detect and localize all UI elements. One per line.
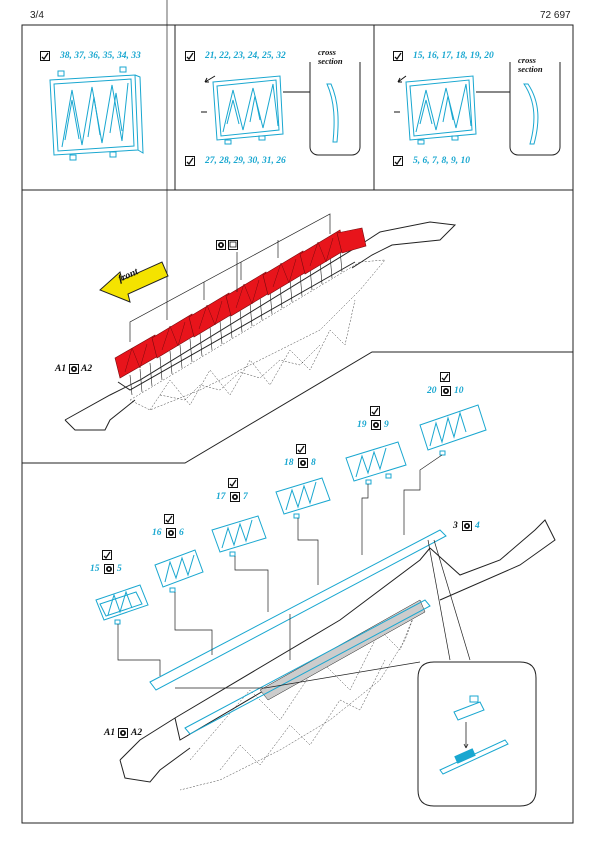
- middle-a2-label: A2: [81, 364, 93, 374]
- panel2-part-numbers-top: 21, 22, 23, 24, 25, 32: [205, 51, 286, 61]
- bend-check-icon: [393, 51, 403, 61]
- bend-check-icon: [40, 51, 50, 61]
- glue-icon: [118, 728, 128, 738]
- step6-right-number: 10: [454, 386, 464, 396]
- bend-check-icon: [185, 51, 195, 61]
- glue-icon: [166, 528, 176, 538]
- panel3-part-drawing: [394, 62, 561, 156]
- glue-icon: [298, 458, 308, 468]
- glue-icon: [371, 420, 381, 430]
- panel1-part-numbers: 38, 37, 36, 35, 34, 33: [60, 51, 141, 61]
- step4-left-number: 18: [284, 458, 294, 468]
- step1-right-number: 5: [117, 564, 122, 574]
- cross-word: cross: [518, 55, 536, 65]
- step2-right-number: 6: [179, 528, 184, 538]
- bend-check-icon: [393, 156, 403, 166]
- glue-icon: [462, 521, 472, 531]
- panel3-part-numbers-bottom: 5, 6, 7, 8, 9, 10: [413, 156, 470, 166]
- step2-left-number: 16: [152, 528, 162, 538]
- panel3-part-numbers-top: 15, 16, 17, 18, 19, 20: [413, 51, 494, 61]
- rail-left-number: 3: [453, 521, 458, 531]
- bottom-a1-label: A1: [104, 728, 116, 738]
- step4-right-number: 8: [311, 458, 316, 468]
- rail-right-number: 4: [475, 521, 480, 531]
- section-word: section: [518, 64, 543, 74]
- glue-icon: [69, 364, 79, 374]
- page-number: 3/4: [30, 10, 44, 21]
- panel1-part-drawing: [49, 66, 144, 161]
- photo-etch-icon: [228, 240, 238, 250]
- bend-check-icon: [296, 444, 306, 454]
- glue-icon: [441, 386, 451, 396]
- middle-a1-label: A1: [55, 364, 67, 374]
- step3-right-number: 7: [243, 492, 248, 502]
- bend-check-icon: [228, 478, 238, 488]
- bend-check-icon: [185, 156, 195, 166]
- bottom-a2-label: A2: [131, 728, 143, 738]
- bend-check-icon: [440, 372, 450, 382]
- bend-check-icon: [102, 550, 112, 560]
- step5-right-number: 9: [384, 420, 389, 430]
- product-code: 72 697: [540, 10, 571, 21]
- panel2-cross-section-label: cross section: [318, 48, 343, 66]
- panel2-part-numbers-bottom: 27, 28, 29, 30, 31, 26: [205, 156, 286, 166]
- step1-left-number: 15: [90, 564, 100, 574]
- cross-word: cross: [318, 47, 336, 57]
- step6-left-number: 20: [427, 386, 437, 396]
- bend-check-icon: [164, 514, 174, 524]
- step3-left-number: 17: [216, 492, 226, 502]
- step5-left-number: 19: [357, 420, 367, 430]
- panel3-cross-section-label: cross section: [518, 56, 543, 74]
- section-word: section: [318, 56, 343, 66]
- glue-icon: [230, 492, 240, 502]
- glue-icon: [104, 564, 114, 574]
- bend-check-icon: [370, 406, 380, 416]
- glue-icon: [216, 240, 226, 250]
- panel2-part-drawing: [201, 62, 361, 156]
